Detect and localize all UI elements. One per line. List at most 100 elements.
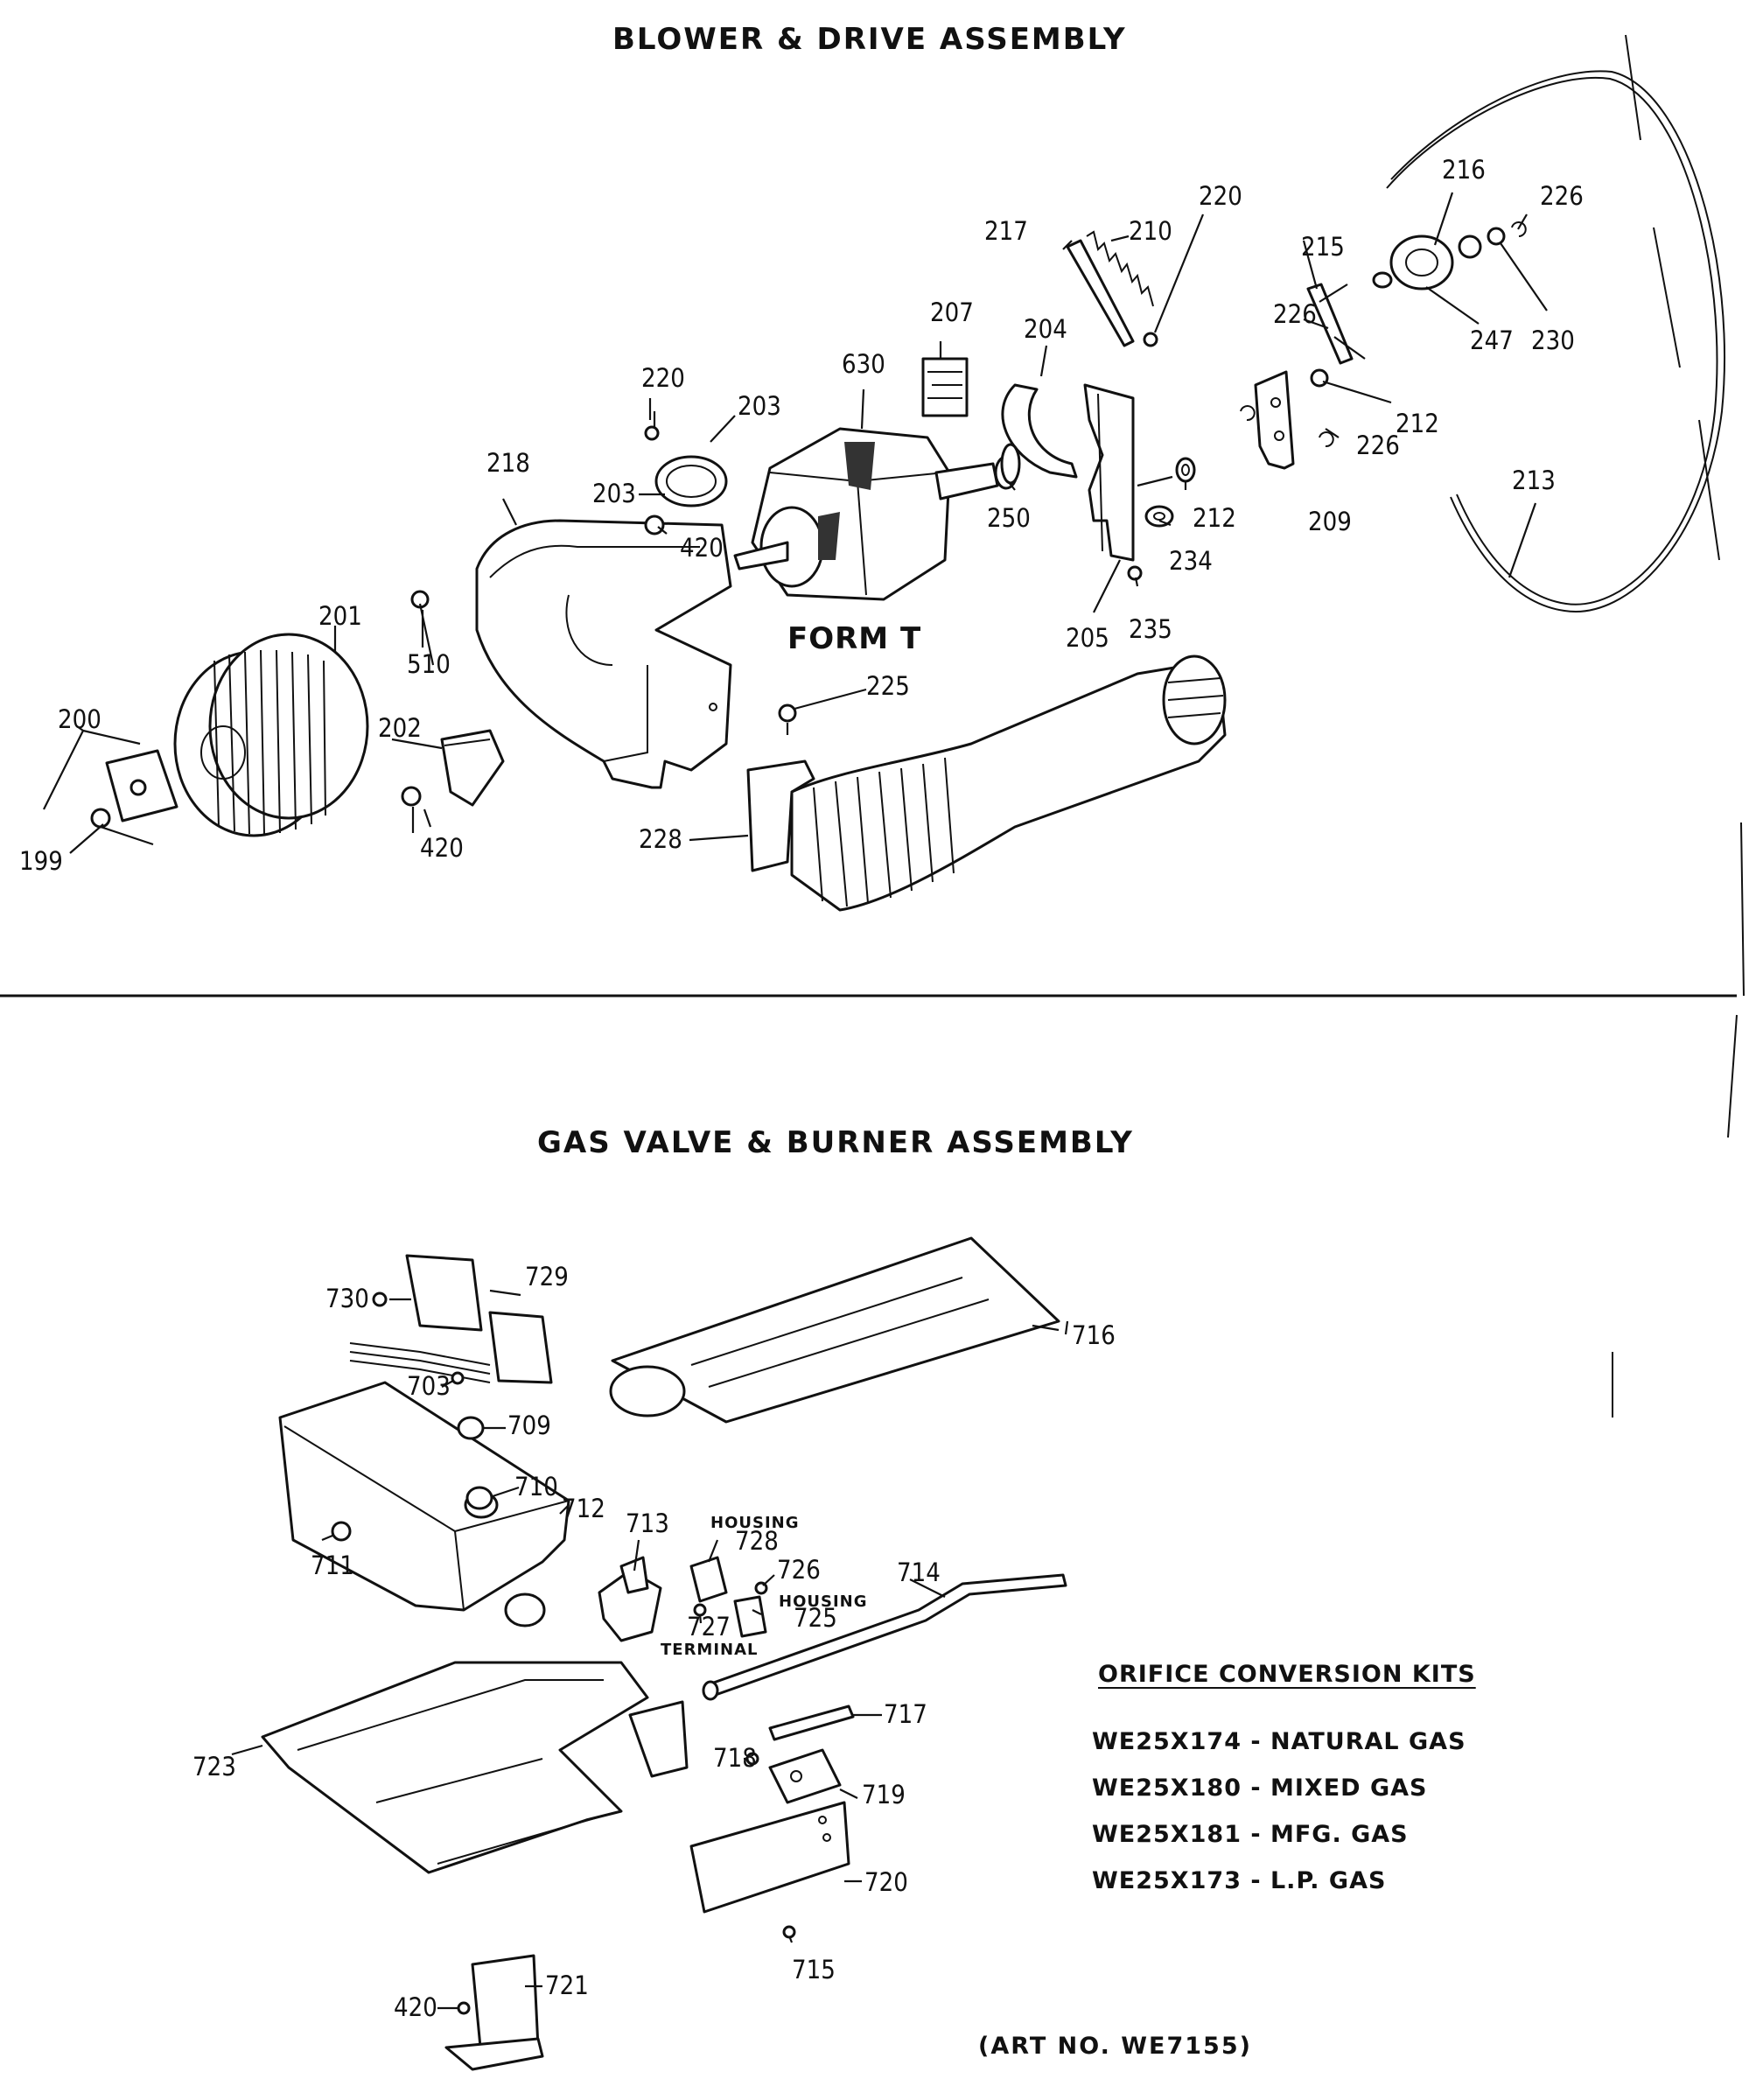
callout-212-right: 212 <box>1193 503 1236 533</box>
screw-510 <box>410 590 430 648</box>
callout-202: 202 <box>378 713 422 743</box>
blower-housing-218 <box>475 519 732 789</box>
bracket-205 <box>1083 383 1173 562</box>
pulley-250 <box>1000 443 1021 485</box>
callout-727: 727 <box>687 1612 731 1642</box>
screw-235 <box>1127 565 1143 581</box>
form-t-label: FORM T <box>787 621 922 656</box>
callout-250: 250 <box>987 503 1031 533</box>
bracket-720 <box>689 1801 850 1914</box>
callout-207: 207 <box>930 298 974 327</box>
callout-728: 728 <box>735 1526 779 1556</box>
orifice-kits-heading: ORIFICE CONVERSION KITS <box>1098 1661 1476 1688</box>
callout-226-left: 226 <box>1273 299 1317 329</box>
callout-203-top: 203 <box>738 391 781 421</box>
terminal-label-727: TERMINAL <box>661 1641 759 1659</box>
callout-420-shield: 420 <box>394 1992 437 2022</box>
nut-234 <box>1144 505 1174 528</box>
callout-420-motor: 420 <box>680 533 724 563</box>
callout-226-top: 226 <box>1540 181 1584 211</box>
screw-420-shield <box>457 2001 471 2015</box>
switch-207 <box>921 357 969 417</box>
callout-716: 716 <box>1072 1320 1116 1350</box>
valve-coil-729 <box>349 1254 553 1384</box>
callout-225: 225 <box>866 671 910 701</box>
art-number: (ART NO. WE7155) <box>978 2033 1252 2060</box>
screw-220-spring <box>1143 332 1158 347</box>
exhaust-duct-228 <box>746 654 1227 912</box>
screw-199 <box>69 808 111 854</box>
screw-420-blower <box>401 786 422 833</box>
callout-715: 715 <box>792 1955 836 1984</box>
blower-section-title: BLOWER & DRIVE ASSEMBLY <box>612 22 1127 57</box>
callout-730: 730 <box>325 1284 369 1313</box>
callout-216: 216 <box>1442 155 1486 185</box>
callout-719: 719 <box>862 1780 906 1810</box>
orifice-kit-natural-gas: WE25X174 - NATURAL GAS <box>1092 1728 1466 1755</box>
callout-712: 712 <box>562 1494 605 1523</box>
bracket-200 <box>43 729 178 822</box>
callout-215: 215 <box>1301 232 1345 262</box>
orifice-717 <box>768 1704 855 1741</box>
drive-belt-213 <box>1386 70 1725 613</box>
callout-230: 230 <box>1531 326 1575 355</box>
knob-711 <box>331 1521 352 1542</box>
callout-420-blower: 420 <box>420 833 464 863</box>
gas-section-title: GAS VALVE & BURNER ASSEMBLY <box>537 1125 1134 1160</box>
fitting-709 <box>457 1416 485 1440</box>
callout-203-left: 203 <box>592 479 636 508</box>
callout-226-bottom: 226 <box>1356 430 1400 460</box>
callout-713: 713 <box>626 1508 669 1538</box>
idler-pulley-216 <box>1372 234 1482 290</box>
washer-212-left <box>1310 368 1329 388</box>
callout-199: 199 <box>19 846 63 876</box>
callout-200: 200 <box>58 704 101 734</box>
blower-wheel-201 <box>173 633 369 837</box>
callout-228: 228 <box>639 824 682 854</box>
screw-703 <box>451 1371 465 1385</box>
screw-220-motor <box>644 411 660 441</box>
screw-730 <box>372 1292 388 1307</box>
spring-210 <box>1086 230 1154 307</box>
callout-725: 725 <box>794 1603 837 1633</box>
callout-234: 234 <box>1169 546 1213 576</box>
screw-715 <box>782 1925 796 1939</box>
callout-217: 217 <box>984 216 1028 246</box>
igniter-719 <box>768 1748 842 1804</box>
callout-205: 205 <box>1066 623 1109 653</box>
callout-721: 721 <box>545 1970 589 2000</box>
valve-713 <box>598 1556 662 1642</box>
page-edge-mark <box>1612 34 1745 1418</box>
clamp-203 <box>644 455 728 536</box>
callout-717: 717 <box>884 1699 927 1729</box>
callout-247: 247 <box>1470 326 1514 355</box>
callout-723: 723 <box>192 1752 236 1782</box>
burner-716 <box>609 1236 1060 1424</box>
burner-box-723 <box>261 1661 689 1874</box>
housing-label-728: HOUSING <box>710 1514 800 1532</box>
orifice-kit-mfg-gas: WE25X181 - MFG. GAS <box>1092 1821 1409 1848</box>
callout-720: 720 <box>864 1867 908 1897</box>
callout-220-motor: 220 <box>641 363 685 393</box>
orifice-kit-mixed-gas: WE25X180 - MIXED GAS <box>1092 1774 1428 1802</box>
callout-510: 510 <box>407 649 451 679</box>
callout-204: 204 <box>1024 314 1067 344</box>
screw-225 <box>778 704 797 735</box>
idler-arm-217 <box>1066 239 1135 347</box>
callout-711: 711 <box>311 1550 354 1580</box>
washer-230 <box>1487 221 1527 246</box>
motor-630 <box>733 427 1018 601</box>
callout-703: 703 <box>407 1371 451 1401</box>
housing-725 <box>733 1595 767 1638</box>
callout-212-left: 212 <box>1396 409 1439 438</box>
housing-728 <box>689 1556 728 1603</box>
orifice-kit-lp-gas: WE25X173 - L.P. GAS <box>1092 1867 1387 1894</box>
clamp-204 <box>1001 383 1078 479</box>
callout-714: 714 <box>897 1558 941 1587</box>
callout-213: 213 <box>1512 466 1556 495</box>
callout-718: 718 <box>713 1743 757 1773</box>
shield-202 <box>440 729 505 807</box>
callout-220-spring: 220 <box>1199 181 1242 211</box>
callout-201: 201 <box>318 601 362 631</box>
